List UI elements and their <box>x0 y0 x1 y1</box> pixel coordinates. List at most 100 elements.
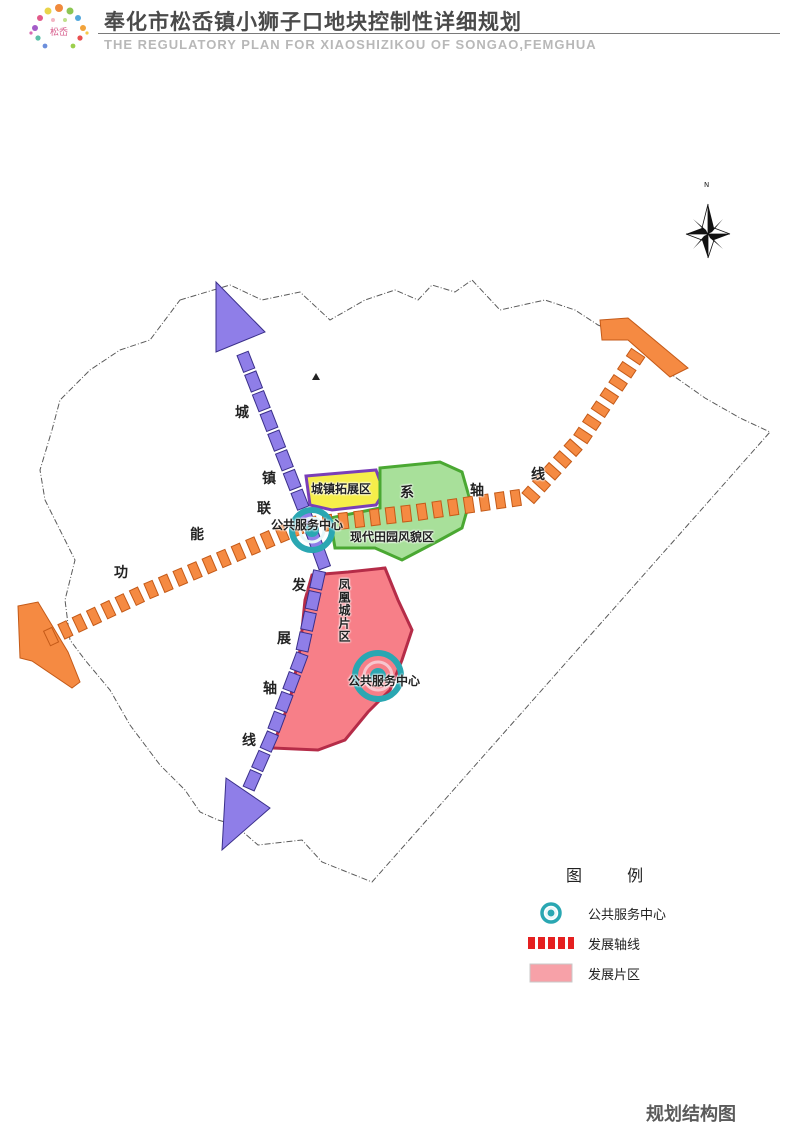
axis-dash-orange <box>563 438 583 458</box>
city-axis-char: 镇 <box>262 471 276 487</box>
func-axis-char: 轴 <box>470 483 484 499</box>
axis-dash-orange <box>542 461 562 481</box>
axis-dash-orange <box>172 567 189 587</box>
svg-text:松岙: 松岙 <box>50 26 68 38</box>
axis-dash-orange <box>215 548 232 569</box>
axis-dash-orange <box>521 485 541 505</box>
axis-dash-orange <box>186 561 203 581</box>
axis-dash-orange <box>509 488 522 508</box>
zone-label-town-expansion: 城镇拓展区 <box>311 482 372 496</box>
axis-dash-purple <box>267 429 287 452</box>
zone-label-fenghuang: 凤凰城片区 <box>337 578 351 643</box>
axis-dash-orange <box>143 579 160 600</box>
small-marker-icon <box>312 373 320 380</box>
axis-dash-orange <box>599 387 620 405</box>
axis-dash-orange <box>337 511 350 530</box>
zone-swatch-icon <box>529 963 573 983</box>
axis-dash-orange <box>478 493 491 512</box>
page-subtitle: THE REGULATORY PLAN FOR XIAOSHIZIKOU OF … <box>104 37 597 52</box>
axis-dash-orange <box>494 491 507 510</box>
city-axis <box>215 280 332 852</box>
axis-dash-orange <box>274 523 291 544</box>
axis-dash-purple <box>274 690 294 714</box>
city-axis-char: 展 <box>277 631 291 647</box>
axis-dash-purple <box>290 488 310 511</box>
axis-dash-purple <box>251 749 271 773</box>
axis-arrowhead-east <box>599 317 689 378</box>
axis-dash-orange <box>581 413 602 432</box>
service-center-icon <box>540 902 562 924</box>
legend-label: 公共服务中心 <box>588 908 667 923</box>
axis-dash-purple <box>259 409 279 433</box>
axis-dash-orange <box>114 593 131 613</box>
axis-dash-orange <box>462 495 476 515</box>
axis-dash-purple <box>282 468 302 492</box>
zone-town-expansion <box>304 468 386 512</box>
axis-dash-purple <box>300 610 317 632</box>
axis-dash-orange <box>573 426 593 445</box>
axis-dash-orange <box>230 542 247 563</box>
city-axis-char: 发 <box>292 578 306 594</box>
functional-axis <box>17 317 689 689</box>
axis-dash-orange <box>625 347 646 366</box>
axis-dash-orange <box>431 500 444 519</box>
axis-dash-orange <box>400 504 413 523</box>
axis-dash-orange <box>384 506 397 525</box>
north-label: N <box>704 181 710 189</box>
axis-arrowhead-south <box>221 777 271 852</box>
axis-dash-orange <box>128 586 146 607</box>
axis-arrowhead-west <box>17 601 81 689</box>
axis-dash-orange <box>201 554 218 575</box>
city-axis-char: 轴 <box>263 681 277 697</box>
axis-dash-orange <box>259 530 276 550</box>
map-header: 松岙 奉化市松岙镇小狮子口地块控制性详细规划 THE REGULATORY PL… <box>0 0 800 56</box>
legend-title: 图 例 <box>566 866 664 885</box>
page-title: 奉化市松岙镇小狮子口地块控制性详细规划 <box>104 10 522 34</box>
legend-item-axis: 发展轴线 <box>528 932 728 954</box>
axis-dash-orange <box>531 473 552 493</box>
service-center-label-north: 公共服务中心 <box>271 518 344 532</box>
func-axis-char: 功 <box>114 565 128 581</box>
service-center-marker-south <box>352 650 404 702</box>
map-caption: 规划结构图 <box>646 1104 736 1125</box>
legend-item-service-center: 公共服务中心 <box>528 902 728 924</box>
axis-dash-orange <box>100 599 117 620</box>
city-axis-char: 联 <box>257 501 271 517</box>
axis-dash-orange <box>447 498 460 517</box>
func-axis-char: 能 <box>190 527 204 543</box>
axis-dash-orange <box>590 400 611 419</box>
axis-dash-orange <box>415 502 429 521</box>
axis-dash-purple <box>304 589 322 612</box>
axis-dash-purple <box>309 569 326 591</box>
axis-dash-purple <box>289 651 309 674</box>
axis-dash-orange <box>616 360 637 379</box>
zone-label-modern-field: 现代田园风貌区 <box>350 530 435 544</box>
axis-dash-purple <box>259 730 280 753</box>
axis-dash-purple <box>244 370 264 393</box>
legend-item-zone: 发展片区 <box>528 962 728 984</box>
axis-dash-orange <box>42 626 60 647</box>
axis-dash-orange <box>608 374 628 392</box>
city-axis-char: 城 <box>235 405 249 421</box>
city-axis-char: 线 <box>242 733 256 749</box>
axis-dash-orange <box>552 450 573 469</box>
legend-label: 发展轴线 <box>588 938 641 953</box>
axis-dash-orange <box>353 510 366 529</box>
axis-dash-purple <box>282 671 302 694</box>
axis-dash-orange <box>71 613 88 633</box>
axis-arrowhead-north <box>215 280 266 353</box>
func-axis-char: 系 <box>400 485 414 501</box>
axis-dash-orange <box>245 536 261 556</box>
axis-dash-orange <box>57 620 74 640</box>
title-divider <box>98 33 780 34</box>
axis-dash-purple <box>251 389 271 413</box>
axis-dash-orange <box>157 573 174 594</box>
district-boundary <box>39 279 771 883</box>
func-axis-char: 线 <box>531 467 545 483</box>
axis-dash-purple <box>242 768 263 792</box>
axis-dash-purple <box>236 350 256 374</box>
axis-dash-orange <box>85 606 103 627</box>
north-arrow-icon <box>685 203 731 259</box>
town-logo-icon: 松岙 <box>29 4 89 49</box>
